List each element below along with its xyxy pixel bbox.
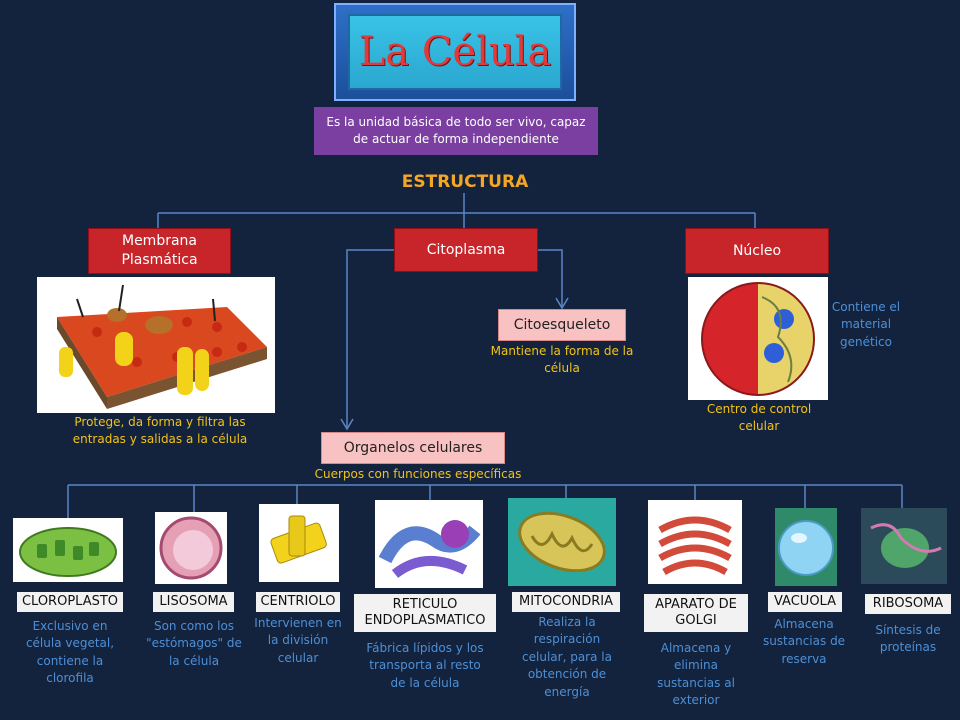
reticulo-image <box>375 500 483 588</box>
organelo-desc-lisosoma: Son como los "estómagos" de la célula <box>146 619 242 668</box>
golgi-image <box>648 500 742 584</box>
organelo-name-lisosoma: LISOSOMA <box>153 592 234 612</box>
organelo-desc-mitocondria: Realiza la respiración celular, para la … <box>522 615 612 699</box>
centriolo-image <box>259 504 339 582</box>
organelo-name-ribosoma: RIBOSOMA <box>865 594 951 614</box>
page-title: La Célula <box>358 29 552 75</box>
membrana-description: Protege, da forma y filtra las entradas … <box>72 415 248 447</box>
vacuola-image <box>775 508 837 586</box>
organelo-desc-golgi: Almacena y elimina sustancias al exterio… <box>657 641 735 708</box>
citoplasma-box: Citoplasma <box>394 228 538 272</box>
membrane-image <box>37 277 275 413</box>
organelo-name-vacuola: VACUOLA <box>768 592 842 612</box>
organelo-desc-vacuola: Almacena sustancias de reserva <box>762 617 846 666</box>
cell-definition: Es la unidad básica de todo ser vivo, ca… <box>314 107 598 155</box>
ribosoma-image <box>861 508 947 584</box>
citoesqueleto-description: Mantiene la forma de la célula <box>490 344 634 376</box>
title-box: La Célula <box>348 14 562 90</box>
estructura-heading: ESTRUCTURA <box>401 172 529 192</box>
organelo-name-mitocondria: MITOCONDRIA <box>512 592 620 612</box>
nucleo-description: Centro de control celular <box>706 402 812 434</box>
nucleus-image <box>688 277 828 400</box>
organelo-name-reticulo: RETICULO ENDOPLASMATICO <box>354 594 496 632</box>
organelo-name-centriolo: CENTRIOLO <box>256 592 340 612</box>
organelo-desc-centriolo: Intervienen en la división celular <box>254 616 342 665</box>
organelo-desc-ribosoma: Síntesis de proteínas <box>875 623 941 655</box>
mitocondria-image <box>508 498 616 586</box>
organelo-desc-reticulo: Fábrica lípidos y los transporta al rest… <box>366 641 484 690</box>
lisosoma-image <box>155 512 227 584</box>
organelo-name-cloroplasto: CLOROPLASTO <box>17 592 123 612</box>
nucleo-side-note: Contiene el material genético <box>831 300 901 349</box>
organelos-box: Organelos celulares <box>321 432 505 464</box>
nucleo-box: Núcleo <box>685 228 829 274</box>
organelos-description: Cuerpos con funciones específicas <box>314 467 522 481</box>
cloroplasto-image <box>13 518 123 582</box>
organelo-name-golgi: APARATO DE GOLGI <box>644 594 748 632</box>
organelo-desc-cloroplasto: Exclusivo en célula vegetal, contiene la… <box>25 619 115 686</box>
membrana-box: Membrana Plasmática <box>88 228 231 274</box>
citoesqueleto-box: Citoesqueleto <box>498 309 626 341</box>
